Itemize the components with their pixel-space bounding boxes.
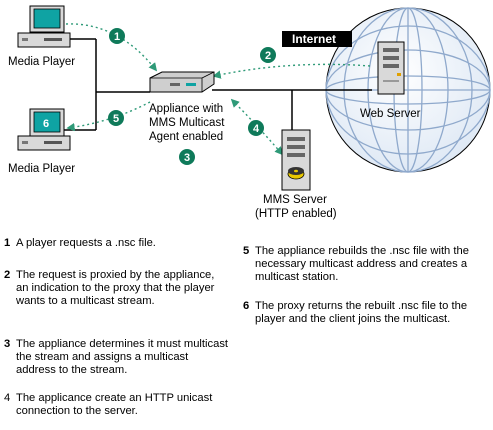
screen-number: 6 [43,118,49,130]
svg-text:3: 3 [184,152,190,164]
step-number: 3 [4,338,11,350]
network-lines [56,38,372,138]
step-badge-3: 3 [179,149,195,165]
step-text: A player requests a .nsc file. [16,237,156,249]
svg-text:4: 4 [253,123,260,135]
svg-text:5: 5 [113,113,119,125]
web-server-label: Web Server [360,108,421,120]
svg-text:1: 1 [114,31,120,43]
appliance-label-line1: Appliance with [149,103,223,115]
mms-server-label-line2: (HTTP enabled) [255,208,337,220]
step-badge-1: 1 [109,28,125,44]
media-player-top-computer [17,5,71,48]
network-diagram: Internet 6 [8,5,491,220]
media-player-top-label: Media Player [8,56,75,68]
step-badge-5: 5 [108,110,124,126]
step-badge-4: 4 [248,120,264,136]
step-number: 4 [4,392,11,404]
mms-server-label-line1: MMS Server [263,194,327,206]
mms-server-tower [281,129,311,191]
step-number: 2 [4,269,11,281]
step-number: 6 [243,300,250,312]
step-text: The applicance create an HTTP unicast co… [16,392,213,418]
step-number: 1 [4,237,11,249]
appliance-label-line2: MMS Multicast [149,117,225,129]
step-text: The appliance rebuilds the .nsc file wit… [255,245,469,284]
internet-label: Internet [282,31,352,47]
step-badge-2: 2 [260,47,276,63]
step-text: The proxy returns the rebuilt .nsc file … [255,300,468,326]
svg-text:2: 2 [265,50,271,62]
step-text: The request is proxied by the appliance,… [16,269,215,308]
media-player-bottom-label: Media Player [8,163,75,175]
internet-text: Internet [292,32,336,46]
step-text: The appliance determines it must multica… [16,338,229,377]
step-number: 5 [243,245,250,257]
web-server-tower [377,41,405,95]
appliance-label-line3: Agent enabled [149,131,223,143]
appliance-device [149,71,215,93]
media-player-bottom-computer: 6 [17,108,71,151]
